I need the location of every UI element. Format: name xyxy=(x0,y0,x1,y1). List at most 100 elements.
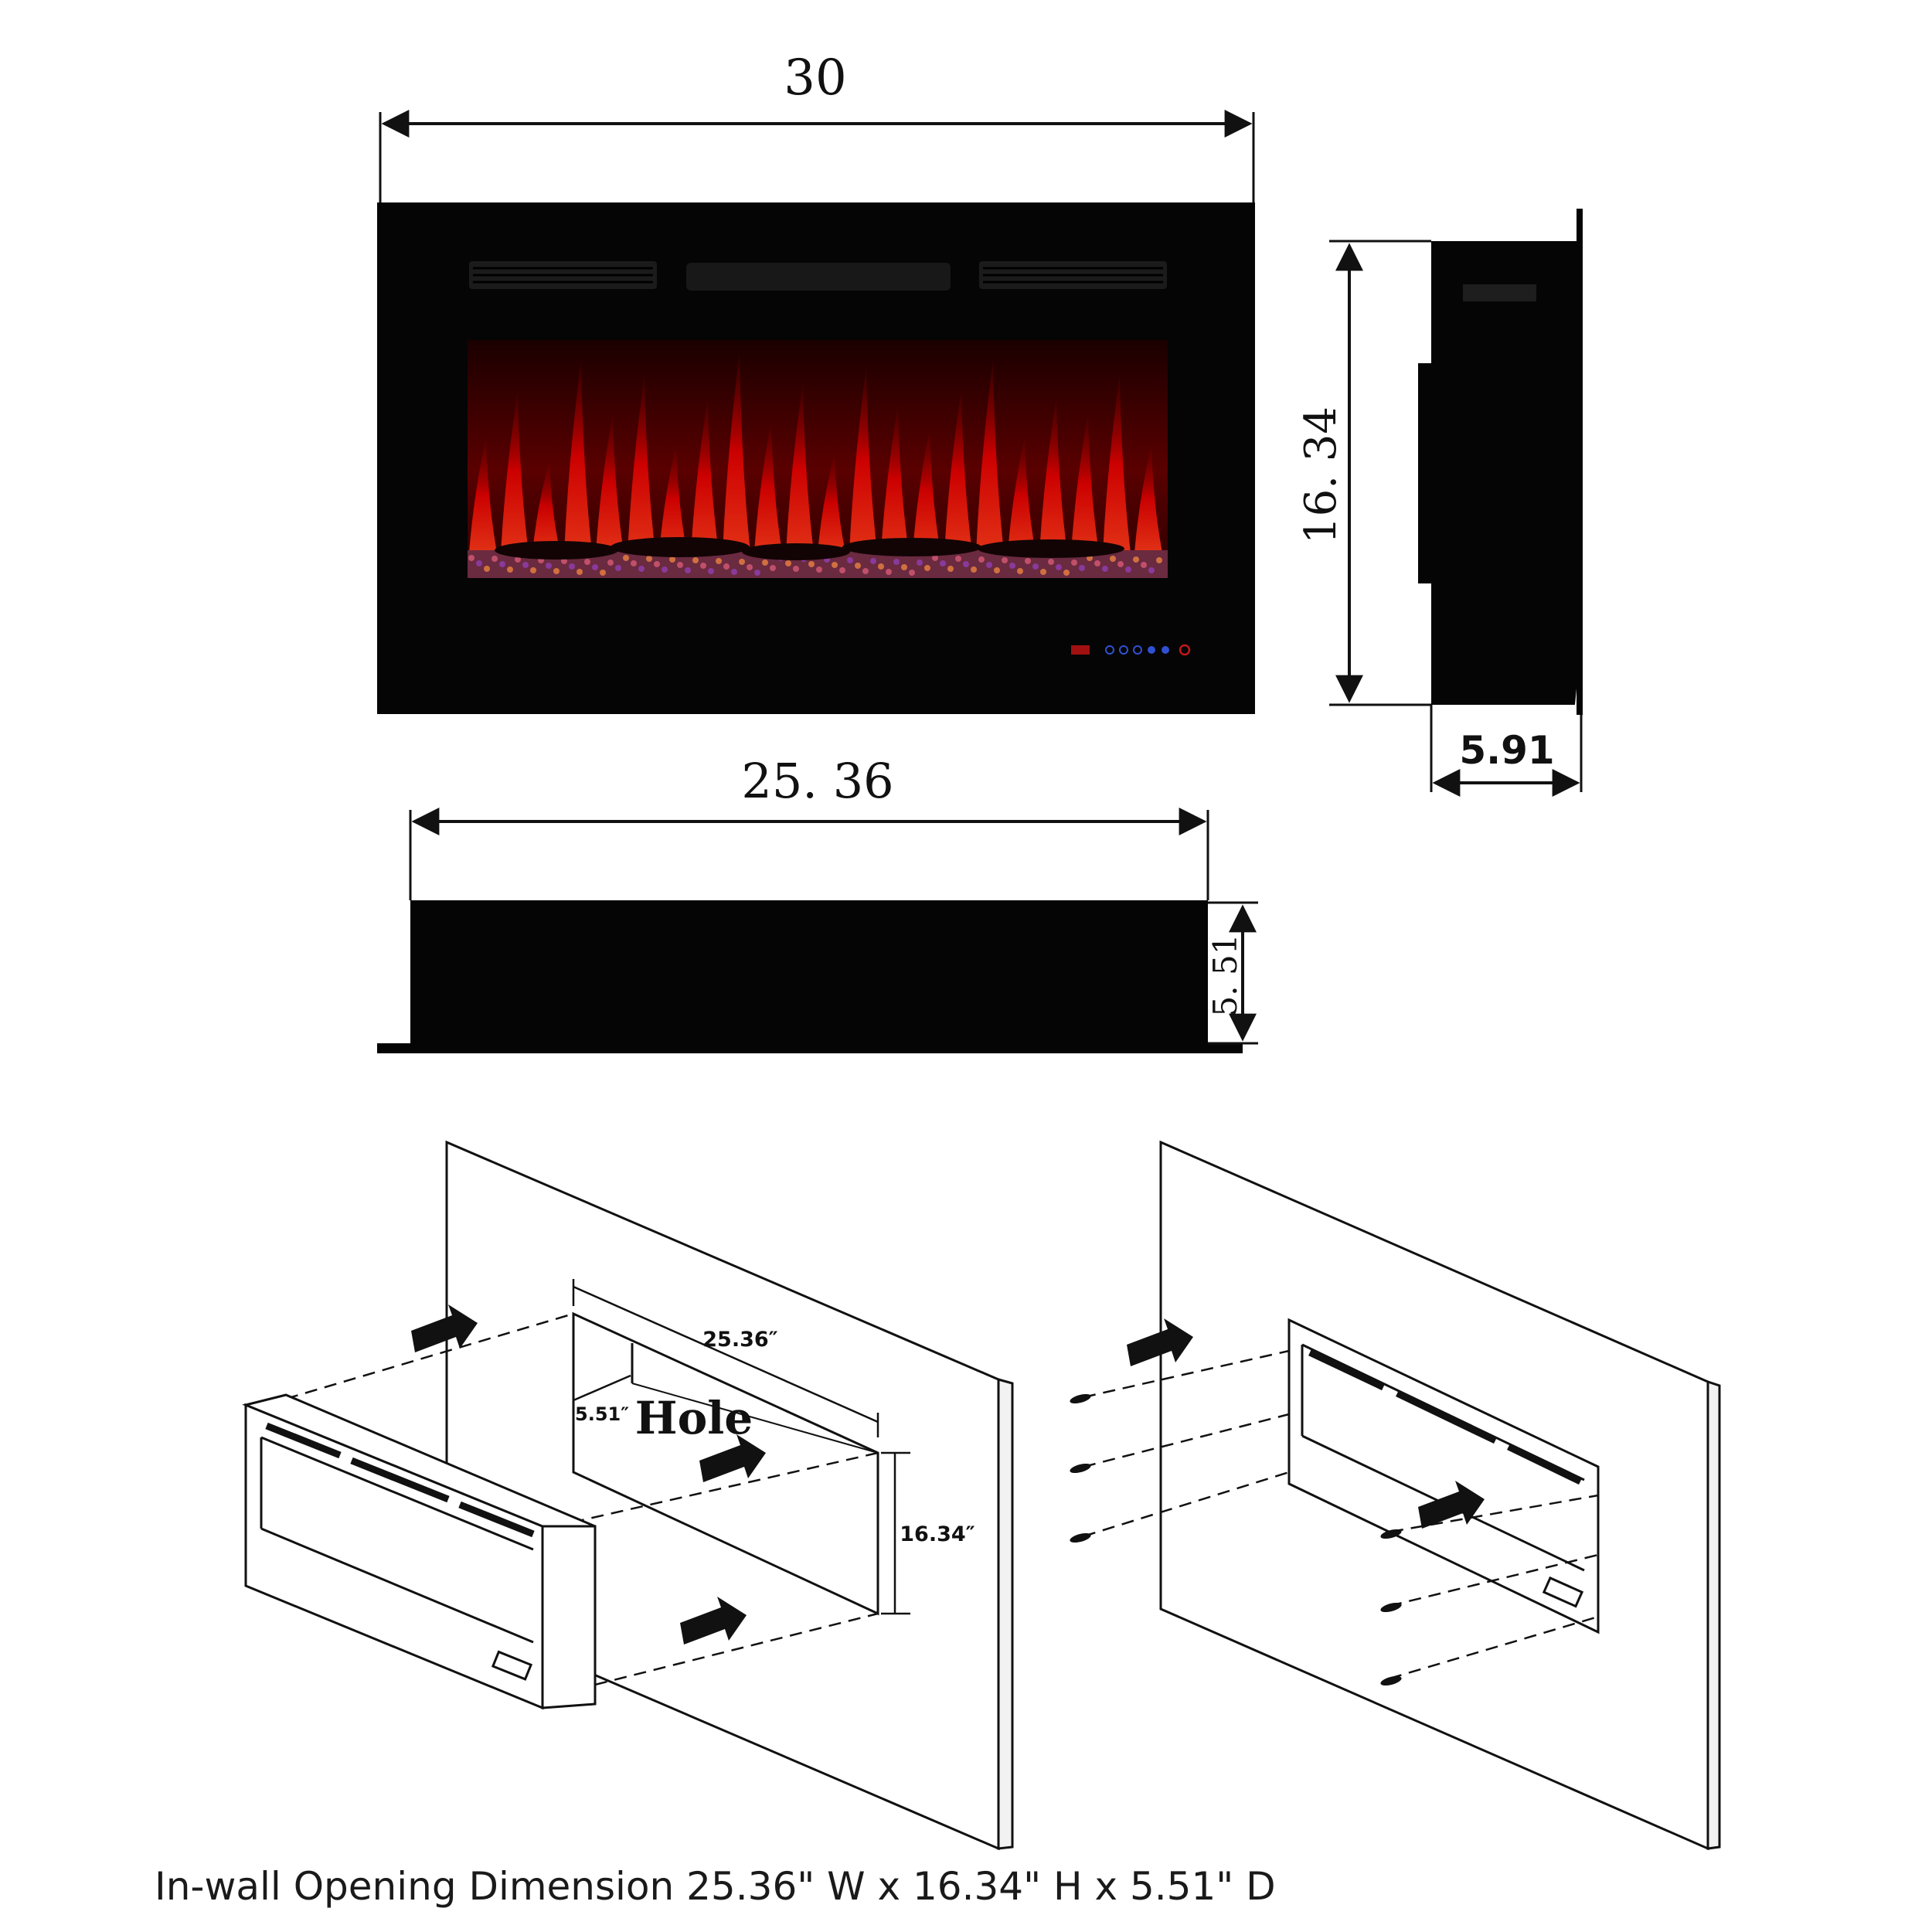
ember-crystal xyxy=(754,570,760,576)
ember-crystal xyxy=(1117,561,1124,567)
ember-crystal xyxy=(1017,568,1023,574)
flame-tongue xyxy=(564,359,592,553)
top-width-label: 25. 36 xyxy=(741,753,893,809)
ember-crystal xyxy=(607,560,614,566)
side-vent xyxy=(1463,284,1536,301)
flame-tongue xyxy=(1071,413,1099,553)
ember-crystal xyxy=(507,566,513,573)
flame-tongue xyxy=(881,406,909,553)
ember-crystal xyxy=(662,566,668,573)
screw-icon xyxy=(1070,1393,1091,1404)
ember-crystal xyxy=(499,561,505,567)
caption: In-wall Opening Dimension 25.36" W x 16.… xyxy=(155,1864,1276,1909)
guide-lines-left xyxy=(285,1312,879,1686)
flame-tongue xyxy=(786,383,814,553)
flame-tongue xyxy=(1103,375,1131,553)
ember-crystal xyxy=(839,567,845,573)
flame-tongue xyxy=(818,452,845,553)
power-icon xyxy=(1179,644,1191,656)
ember-crystal xyxy=(909,570,915,576)
ember-crystal xyxy=(731,569,737,575)
screws-right xyxy=(1070,1393,1402,1686)
top-vent-center xyxy=(686,263,951,291)
hole-width-label: 25.36″ xyxy=(702,1328,777,1352)
ember-crystal xyxy=(994,567,1000,573)
ember-crystal xyxy=(1156,557,1162,563)
ember-crystal xyxy=(1133,556,1139,563)
ember-crystal xyxy=(1040,569,1046,575)
push-arrows-right xyxy=(1127,1318,1485,1529)
display-icon xyxy=(1071,645,1090,655)
ember-crystal xyxy=(476,560,482,566)
ember-crystal xyxy=(963,561,969,567)
ember-crystal xyxy=(808,561,815,567)
ember-crystal xyxy=(515,556,521,563)
flame-icon xyxy=(1148,646,1155,654)
hole-width-dimension xyxy=(573,1285,879,1423)
ember-crystal xyxy=(1048,559,1054,565)
ember-crystal xyxy=(971,566,977,573)
screw-icon xyxy=(1070,1532,1091,1543)
ember-crystal xyxy=(646,556,652,562)
top-vent-right xyxy=(979,261,1167,289)
ember-crystal xyxy=(1079,565,1085,571)
ember-crystal xyxy=(855,563,861,569)
top-vent-left xyxy=(469,261,657,289)
ember-crystal xyxy=(638,566,645,572)
heat-icon xyxy=(1133,645,1142,655)
ember-crystal xyxy=(747,564,753,570)
ember-crystal xyxy=(600,570,606,576)
side-view: 16. 34 5.91 xyxy=(1296,209,1583,797)
ember-crystal xyxy=(955,556,961,562)
flame-tongue xyxy=(1134,444,1162,553)
flame-tongue xyxy=(976,359,1004,553)
ember-crystal xyxy=(700,563,706,569)
ember-crystal xyxy=(739,559,745,565)
flame-tongue xyxy=(1008,437,1036,553)
ember-crystal xyxy=(940,560,946,566)
ember-crystal xyxy=(1025,558,1031,564)
side-body xyxy=(1418,241,1578,705)
side-height-label: 16. 34 xyxy=(1296,406,1346,544)
flame-tongue xyxy=(691,398,719,553)
ember-crystal xyxy=(654,561,660,567)
ember-crystal xyxy=(546,563,552,569)
ember-crystal xyxy=(631,560,637,566)
ember-crystal xyxy=(561,558,567,564)
ember-crystal xyxy=(492,556,498,562)
ember-crystal xyxy=(893,559,900,565)
ember-crystal xyxy=(615,565,621,571)
drop-icon xyxy=(1162,646,1169,654)
insert-unit-left xyxy=(242,1393,597,1710)
ember-crystal xyxy=(986,562,992,568)
ember-crystal xyxy=(1056,564,1062,570)
ember-crystal xyxy=(1009,563,1015,569)
light-icon xyxy=(1119,645,1128,655)
push-arrows-left xyxy=(411,1304,766,1645)
front-width-label: 30 xyxy=(784,49,846,107)
top-body xyxy=(410,900,1208,1043)
ember-crystal xyxy=(886,569,892,575)
ember-crystal xyxy=(685,567,691,573)
ember-crystal xyxy=(978,556,985,563)
ember-crystal xyxy=(1141,562,1147,568)
ember-crystal xyxy=(947,566,954,572)
ember-crystal xyxy=(1063,570,1070,576)
ember-crystal xyxy=(468,555,474,561)
flame-tongue xyxy=(723,352,750,553)
ember-crystal xyxy=(917,560,923,566)
flame-tongue xyxy=(501,390,529,553)
ember-crystal xyxy=(932,555,938,561)
ember-crystal xyxy=(1002,557,1008,563)
ember-crystal xyxy=(870,558,876,564)
hole-depth-dimension xyxy=(573,1374,631,1402)
screw-icon xyxy=(1380,1529,1402,1539)
ember-crystal xyxy=(553,568,560,574)
ember-crystal xyxy=(793,566,799,572)
flame-tongue xyxy=(1039,398,1067,553)
hole-label: Hole xyxy=(635,1392,753,1444)
install-diagram-right xyxy=(1070,1140,1721,1851)
ember-crystal xyxy=(723,563,730,570)
ember-crystal xyxy=(484,566,490,572)
